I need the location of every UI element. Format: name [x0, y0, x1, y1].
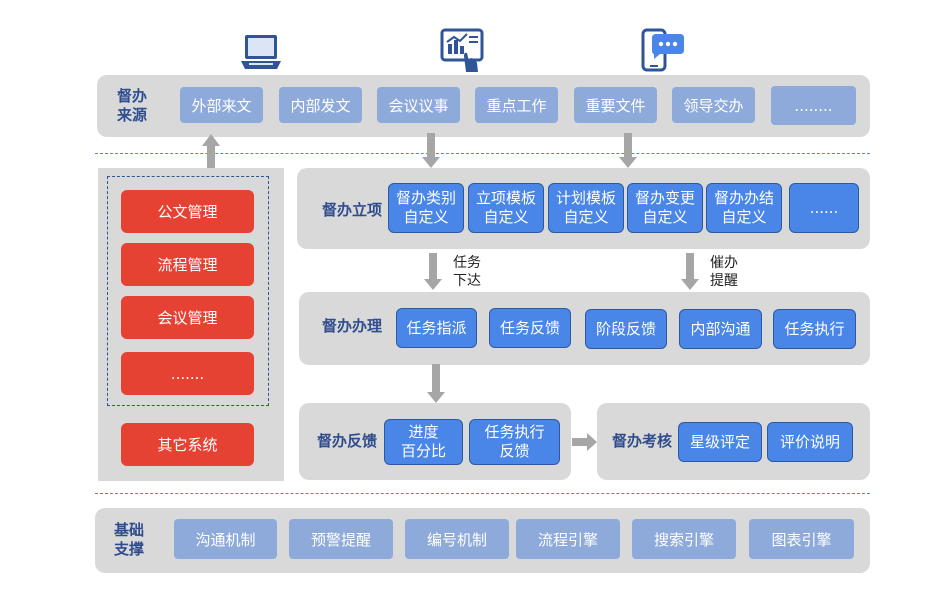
arrow-feedback-to-assess [572, 433, 597, 451]
setup-item-template[interactable]: 立项模板自定义 [468, 183, 544, 233]
base-item-communication[interactable]: 沟通机制 [174, 519, 277, 559]
feedback-label: 督办反馈 [316, 432, 377, 450]
base-item-numbering[interactable]: 编号机制 [405, 519, 509, 559]
source-label: 督办来源 [116, 87, 147, 124]
arrow-dispatch [424, 253, 442, 290]
assess-label: 督办考核 [611, 432, 672, 450]
setup-item-more[interactable]: ...... [789, 183, 859, 233]
source-item-internal[interactable]: 内部发文 [279, 87, 362, 123]
feedback-item-progress[interactable]: 进度百分比 [384, 419, 463, 465]
source-item-document[interactable]: 重要文件 [574, 87, 657, 123]
handle-item-execute[interactable]: 任务执行 [773, 309, 856, 349]
source-item-more[interactable]: ........ [771, 86, 856, 125]
handle-item-stage-feedback[interactable]: 阶段反馈 [585, 309, 667, 349]
arrow-down-document [619, 133, 637, 168]
setup-item-close[interactable]: 督办办结自定义 [706, 183, 782, 233]
feedback-item-execution[interactable]: 任务执行反馈 [469, 419, 560, 465]
setup-item-category[interactable]: 督办类别自定义 [388, 183, 464, 233]
base-item-alert[interactable]: 预警提醒 [289, 519, 393, 559]
system-meeting-management[interactable]: 会议管理 [121, 296, 254, 339]
setup-label: 督办立项 [321, 201, 382, 219]
base-item-search-engine[interactable]: 搜索引擎 [632, 519, 736, 559]
assess-item-comment[interactable]: 评价说明 [767, 422, 853, 462]
handle-item-feedback[interactable]: 任务反馈 [489, 308, 571, 348]
divider-bottom [95, 493, 870, 494]
arrow-up [202, 134, 220, 170]
note-remind: 催办提醒 [710, 255, 738, 289]
source-item-leader[interactable]: 领导交办 [672, 87, 755, 123]
handle-item-communication[interactable]: 内部沟通 [679, 309, 762, 349]
arrow-handle-to-feedback [427, 364, 445, 403]
laptop-icon [241, 35, 281, 69]
base-item-chart-engine[interactable]: 图表引擎 [749, 519, 854, 559]
setup-item-plan-template[interactable]: 计划模板自定义 [548, 183, 624, 233]
system-process-management[interactable]: 流程管理 [121, 243, 254, 286]
system-more[interactable]: ....... [121, 352, 254, 395]
handle-item-assign[interactable]: 任务指派 [396, 308, 477, 348]
source-item-keywork[interactable]: 重点工作 [475, 87, 558, 123]
source-item-external[interactable]: 外部来文 [180, 87, 263, 123]
note-dispatch: 任务下达 [453, 255, 481, 289]
mobile-chat-icon [641, 28, 684, 72]
source-item-meeting[interactable]: 会议议事 [377, 87, 460, 123]
handle-label: 督办办理 [321, 317, 382, 335]
arrow-remind [681, 253, 699, 290]
base-label: 基础支撑 [113, 521, 144, 558]
divider-top [95, 153, 870, 154]
system-other[interactable]: 其它系统 [121, 423, 254, 466]
system-document-management[interactable]: 公文管理 [121, 190, 254, 233]
setup-item-change[interactable]: 督办变更自定义 [627, 183, 703, 233]
tablet-touch-icon [440, 28, 484, 72]
arrow-down-meeting [422, 133, 440, 168]
systems-dashed-group [107, 176, 269, 406]
base-item-process-engine[interactable]: 流程引擎 [516, 519, 620, 559]
assess-item-rating[interactable]: 星级评定 [678, 422, 762, 462]
